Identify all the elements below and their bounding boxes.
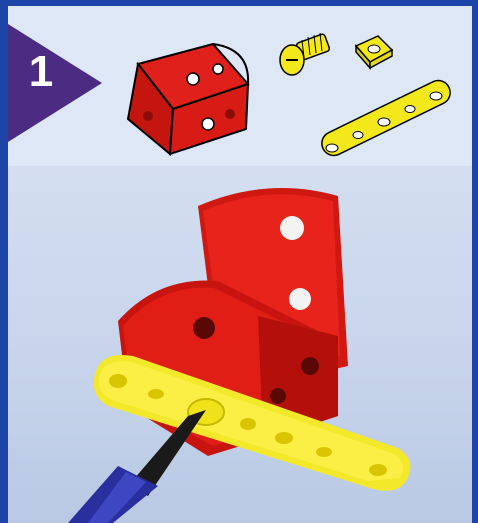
assembly-illustration [8, 166, 472, 523]
instruction-card: 1 [8, 6, 472, 523]
assembly-photo [8, 166, 472, 523]
angle-bracket-part [118, 24, 268, 164]
parts-panel: 1 [8, 6, 472, 166]
step-number: 1 [24, 48, 58, 96]
perforated-strip-part [308, 68, 458, 164]
square-nut-part [352, 32, 396, 72]
